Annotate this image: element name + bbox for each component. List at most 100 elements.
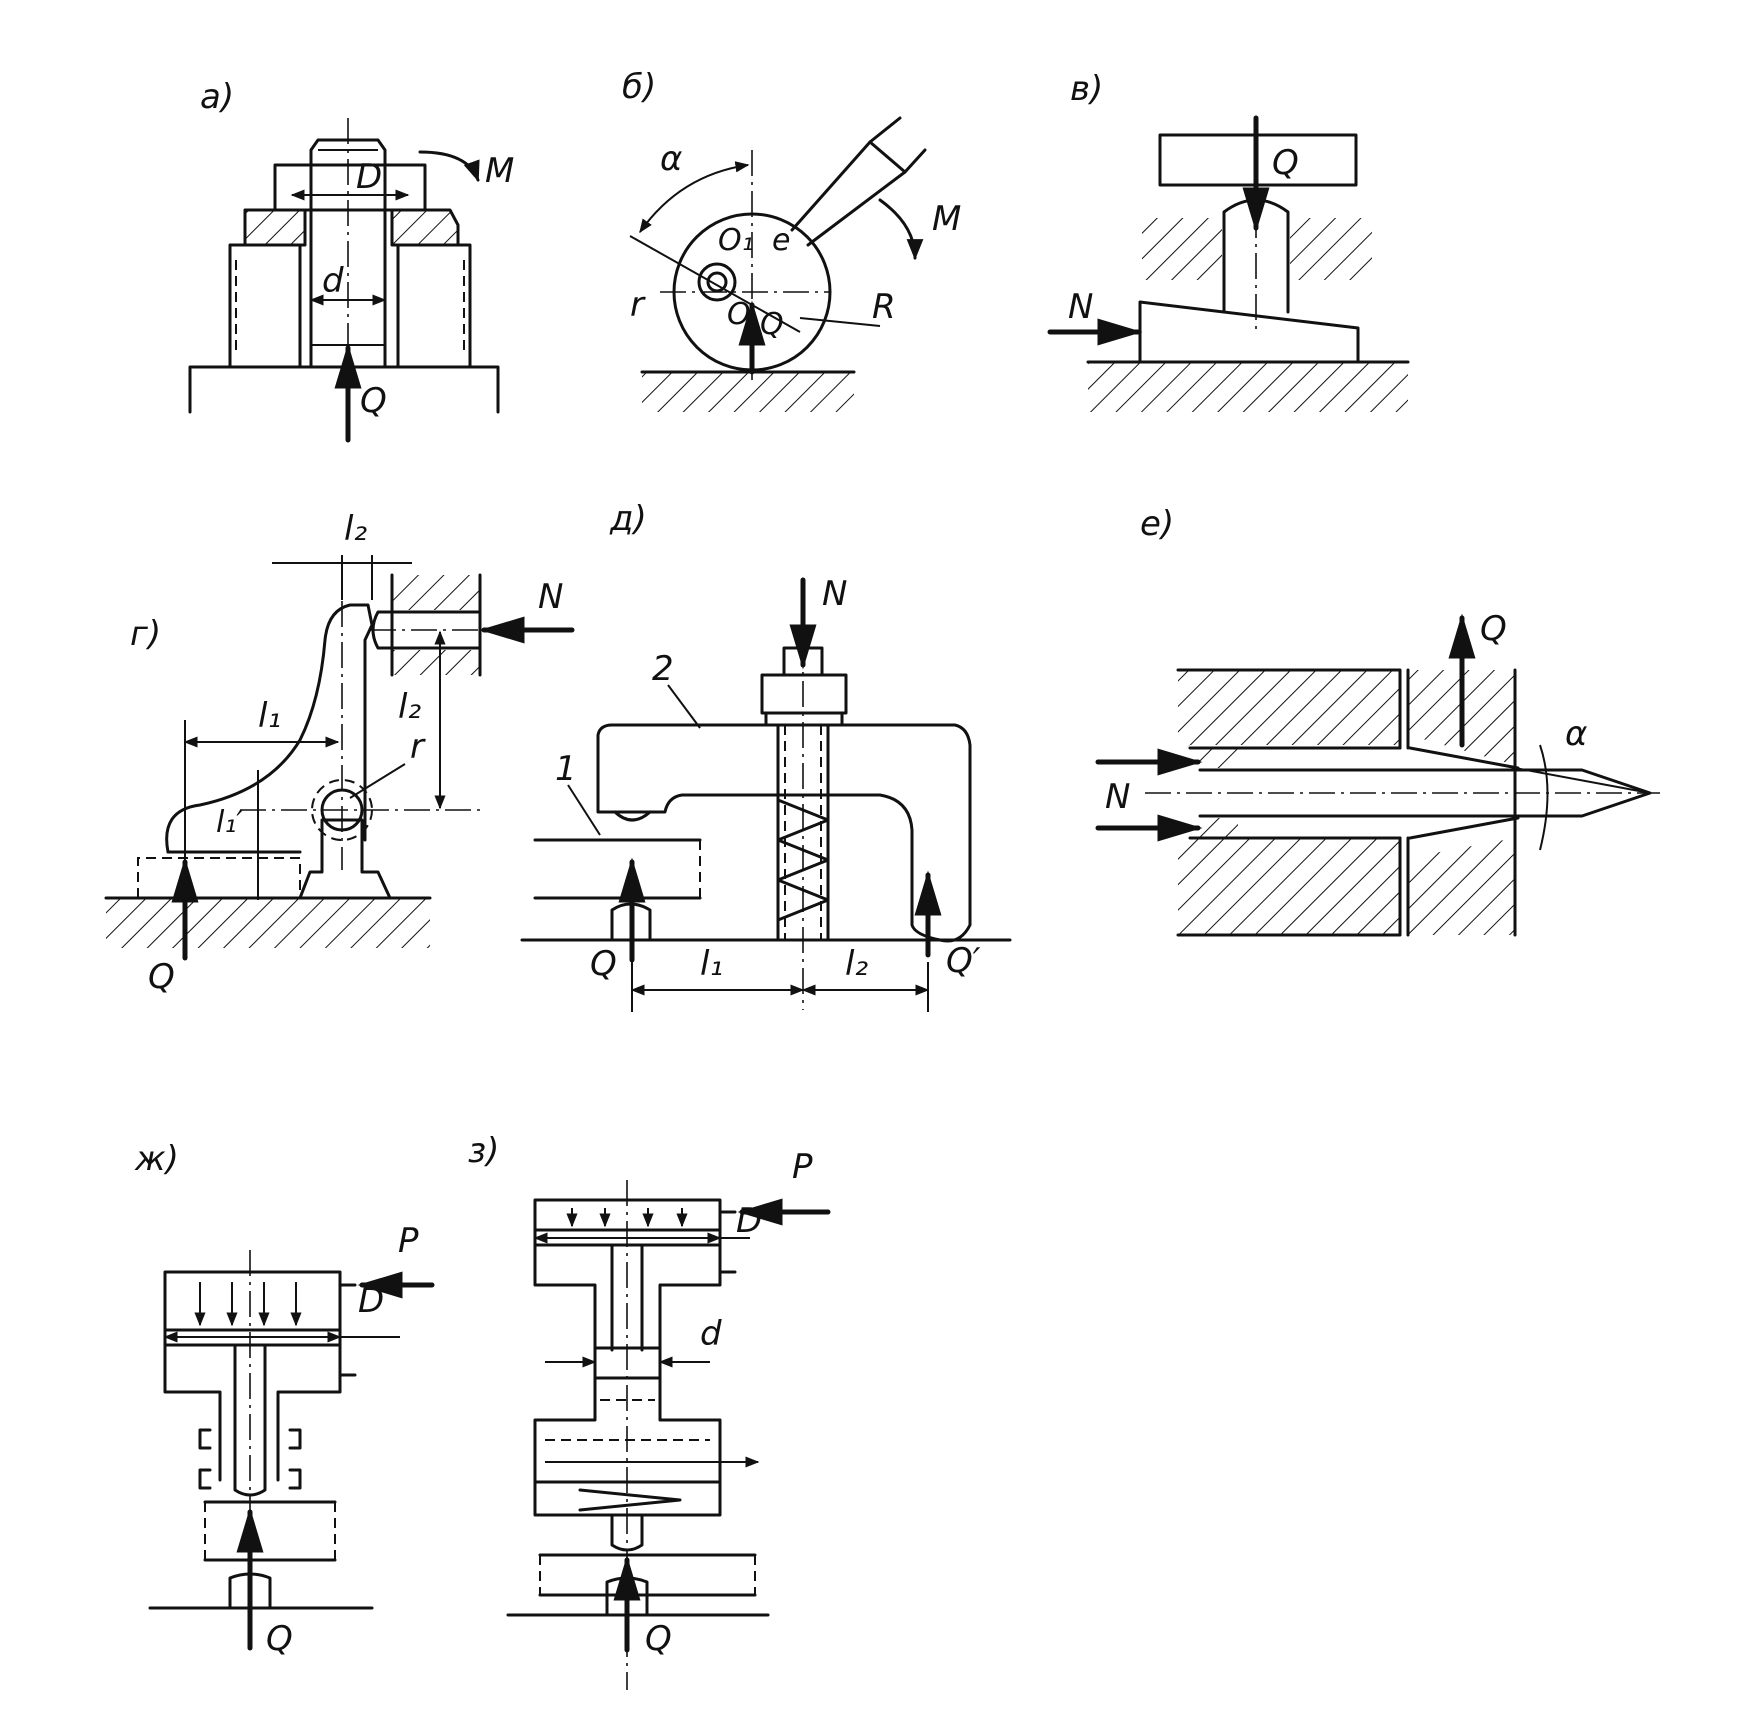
l1-label: l₁ [258,696,281,736]
Q-label: Q [1480,609,1507,649]
right-body [396,243,472,369]
nut [760,673,848,715]
spring [776,798,830,922]
R-leader [799,317,881,327]
M-label: M [485,151,514,191]
left-body [228,243,302,369]
handle [790,140,907,247]
body-hidden-lines [235,260,465,350]
ground-hatch [106,898,430,948]
workpiece [203,1500,337,1562]
housing-bottom-hatch [392,650,480,675]
panel-zh-label: ж) [134,1139,179,1179]
N-label: N [822,574,847,614]
Q-label: Q [645,1619,672,1659]
number-2: 2 [652,649,674,689]
panel-a-screw-clamp: а) D d M Q [188,77,514,443]
r-label: r [410,727,426,767]
taper-lines [1408,746,1520,840]
l1-prime-label: l₁′ [216,805,243,840]
stud [776,723,830,942]
alpha-label: α [660,139,682,179]
screw-body [309,138,387,369]
hydraulic-chamber [533,1376,722,1517]
alpha-arc [639,161,750,234]
handle-end [868,116,927,174]
washer [273,163,427,212]
upper-left-hatch [1178,670,1400,755]
number-1: 1 [555,749,577,789]
Q-label: Q [1272,143,1299,183]
workpiece-1 [533,838,702,900]
piston-rod [233,1343,267,1497]
N-label: N [538,577,563,617]
wedge [1138,300,1360,364]
panel-b-label: б) [622,67,656,107]
d-label: d [322,261,344,301]
O-label: O [727,297,751,332]
ports [338,1283,357,1377]
O1-label: O₁ [718,223,754,258]
panel-e-wedge-plunger: е) α N Q [1095,504,1660,937]
l2-side-label: l₂ [398,687,421,727]
return-spring [578,1488,682,1512]
D-label: D [356,157,382,197]
alpha-arc [1539,744,1549,851]
Q-label: Q [760,307,784,342]
cylinder-body [163,1270,342,1482]
panel-d-label: д) [609,499,647,539]
panel-e-label: е) [1140,504,1174,544]
pressure-arrows [566,1208,688,1228]
base-plate [188,365,500,414]
workpiece-ends [539,1555,756,1595]
Q-prime-label: Q′ [946,941,981,981]
P-label: P [398,1221,419,1261]
pivot-inner [706,271,728,293]
plunger-rod [371,610,482,650]
guide-bushings [198,1428,302,1490]
number-2-leader [667,684,701,729]
panel-d-strap-clamp: д) 1 2 N Q Q′ l₁ [520,499,1012,1012]
Q-label: Q [266,1619,293,1659]
sleeve-bottom-hatch [1198,818,1238,838]
strap-2 [596,723,972,943]
M-label: M [932,199,961,239]
ground-hatch [642,372,854,412]
panel-zh-pneumatic-clamp: ж) D P Q [134,1139,435,1659]
panel-z-pneumohydraulic-clamp: з) d D P [468,1131,831,1690]
Q-label: Q [148,957,175,997]
washer [764,711,844,727]
strap-contact [613,810,652,822]
Q-label: Q [360,381,387,421]
l2-top-label: l₂ [344,509,367,549]
pivot-support [298,818,392,900]
lower-left-hatch [1178,838,1400,935]
panel-v-label: в) [1070,69,1103,109]
ports [718,1210,737,1274]
angle-line [629,235,801,333]
pivot-outer [697,262,737,302]
r-leader [349,763,406,799]
N-label: N [1105,777,1130,817]
moment-arrow [418,150,480,182]
l1-label: l₁ [700,944,723,984]
housing-outline [1176,668,1517,937]
housing-top-hatch [392,575,480,610]
panel-g-label: г) [130,614,161,654]
alpha-label: α [1565,714,1587,754]
N-label: N [1068,287,1093,327]
panel-b-eccentric-clamp: б) α M O₁ e r O Q R [622,67,961,412]
workpiece [137,857,301,898]
l2-label: l₂ [845,944,868,984]
plunger-rod [610,1243,644,1352]
e-label: e [772,223,790,258]
R-label: R [872,287,896,327]
D-label: D [736,1201,762,1241]
number-1-leader [567,784,601,836]
panel-a-label: а) [200,77,234,117]
lower-rod [610,1513,644,1552]
panel-v-wedge-clamp: в) Q N [1047,69,1410,412]
sleeve-top-hatch [1198,748,1238,768]
workpiece-ends [204,1502,336,1560]
